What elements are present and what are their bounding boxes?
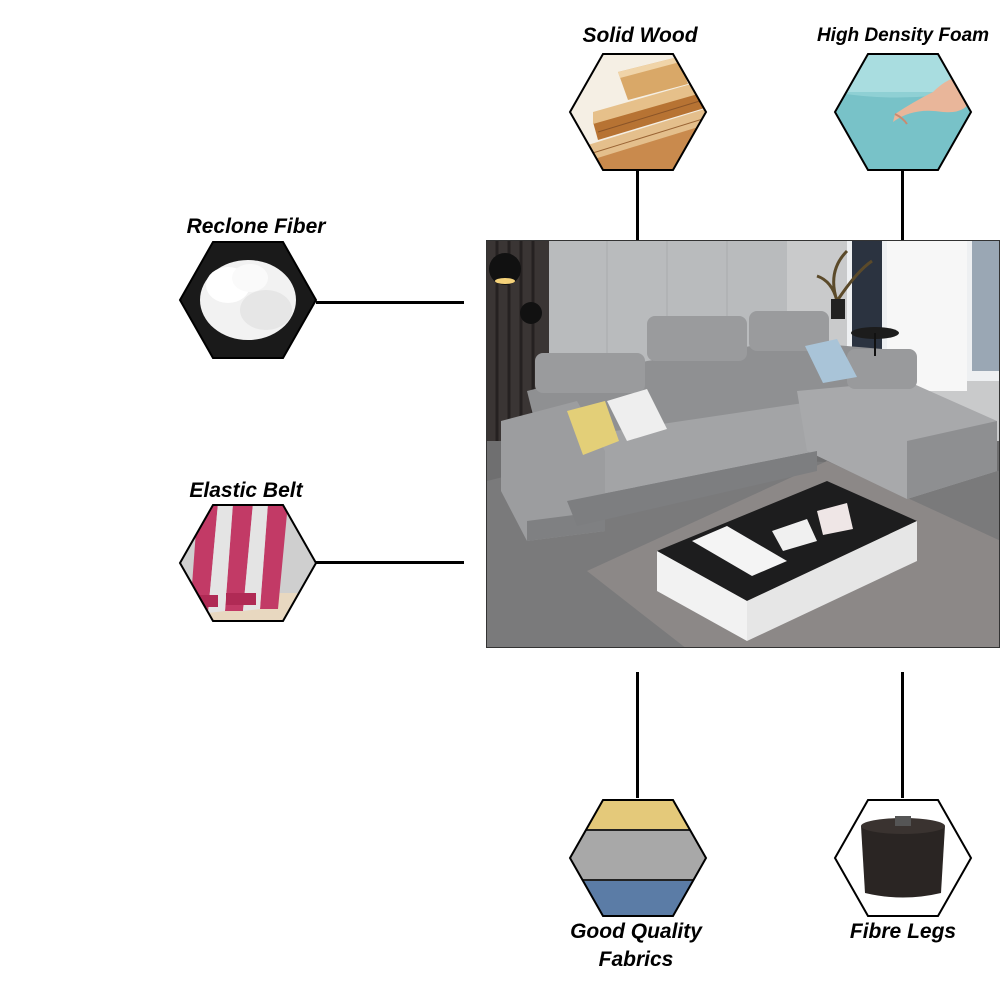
sofa-illustration — [487, 241, 999, 647]
label-reclone-fiber: Reclone Fiber — [186, 215, 326, 238]
sofa-product-image — [486, 240, 1000, 648]
label-elastic-belt: Elastic Belt — [189, 479, 303, 502]
label-fibre-legs: Fibre Legs — [849, 920, 957, 943]
label-solid-wood: Solid Wood — [582, 24, 698, 47]
connector-elastic-belt — [316, 561, 464, 564]
elastic-belt-icon — [178, 504, 318, 622]
connector-fabrics — [636, 672, 639, 798]
label-high-density-foam: High Density Foam — [816, 25, 990, 46]
fabrics-icon — [568, 799, 708, 917]
foam-icon — [833, 53, 973, 171]
connector-legs — [901, 672, 904, 798]
connector-solid-wood — [636, 170, 639, 242]
label-good-quality-fabrics-line2: Fabrics — [598, 948, 674, 971]
connector-fiber — [316, 301, 464, 304]
label-good-quality-fabrics-line1: Good Quality — [570, 920, 702, 943]
connector-foam — [901, 170, 904, 242]
fibre-legs-icon — [833, 799, 973, 917]
fiber-icon — [178, 241, 318, 359]
solid-wood-icon — [568, 53, 708, 171]
